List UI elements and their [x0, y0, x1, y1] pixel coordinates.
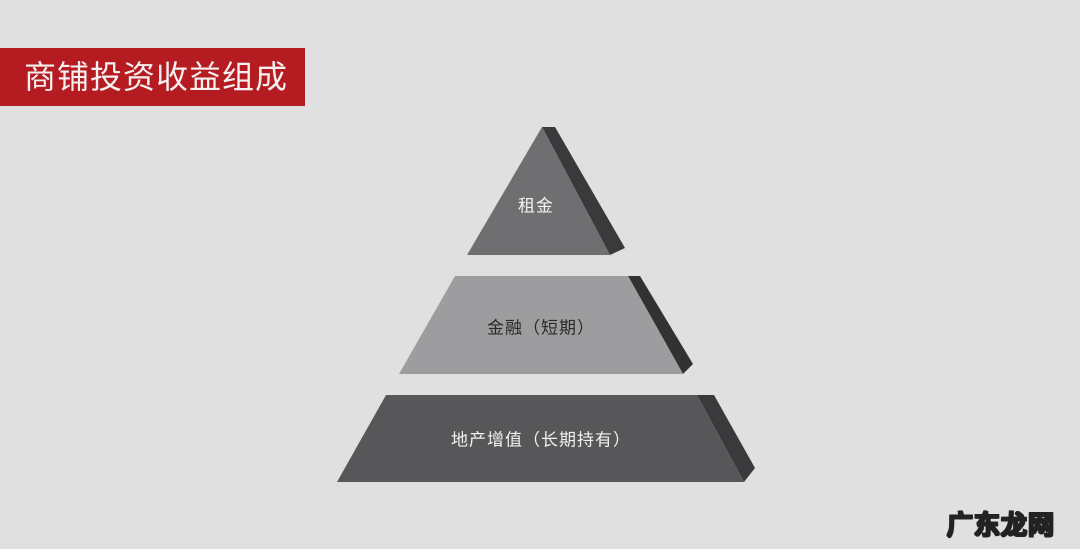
pyramid-middle-face — [399, 276, 683, 374]
pyramid-bottom-side — [697, 395, 755, 482]
pyramid-level-middle — [399, 276, 693, 374]
title-banner: 商铺投资收益组成 — [0, 48, 305, 106]
pyramid-bottom-face — [337, 395, 744, 482]
page-title: 商铺投资收益组成 — [24, 58, 289, 96]
pyramid-top-face — [467, 127, 610, 255]
watermark: 广东龙网 — [946, 510, 1056, 542]
pyramid-top-side — [542, 127, 625, 255]
pyramid-label-rent: 租金 — [518, 196, 554, 217]
pyramid-label-appreciation: 地产增值（长期持有） — [451, 430, 631, 451]
pyramid-label-finance: 金融（短期） — [487, 318, 595, 339]
pyramid-level-top — [467, 127, 625, 255]
pyramid-middle-side — [628, 276, 693, 374]
pyramid-level-bottom — [337, 395, 755, 482]
